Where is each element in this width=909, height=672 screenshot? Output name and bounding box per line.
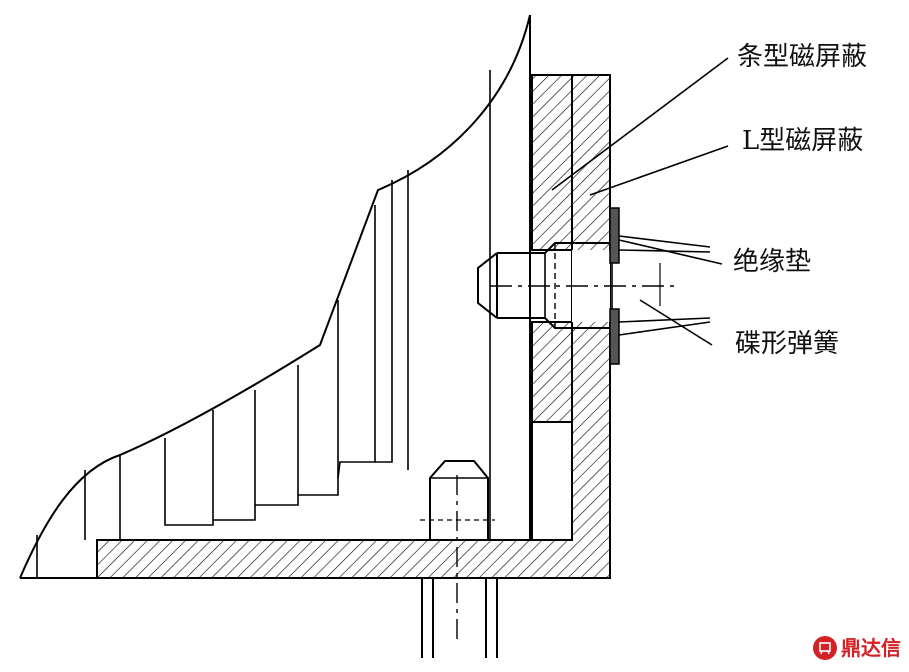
insulating-pad [609, 207, 620, 365]
brand-mark-icon [813, 636, 837, 660]
watermark-logo: 鼎达信 [813, 636, 901, 660]
strip-shield-label: 条型磁屏蔽 [737, 42, 868, 72]
core-outline [19, 14, 531, 579]
leader-lines [551, 57, 729, 346]
watermark-text: 鼎达信 [841, 636, 901, 660]
vertical-bolt [420, 460, 498, 658]
l-shield-label: L型磁屏蔽 [742, 126, 864, 156]
disc-spring-label: 碟形弹簧 [735, 329, 840, 359]
strip-shield [531, 74, 573, 541]
insulating-pad-label: 绝缘垫 [733, 247, 812, 277]
core-laminations [36, 70, 491, 578]
